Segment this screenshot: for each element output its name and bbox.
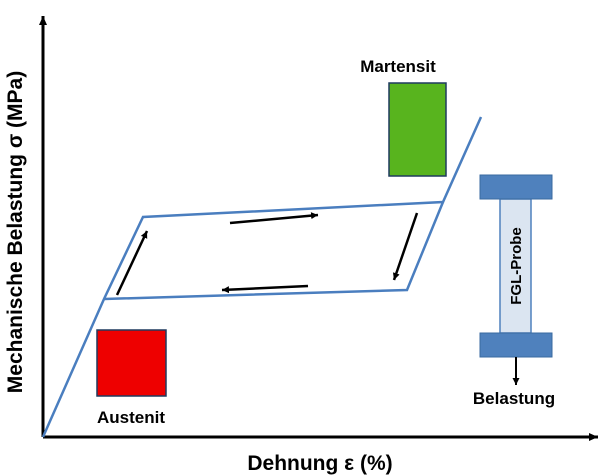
x-axis-label: Dehnung ε (%)	[247, 452, 392, 475]
specimen: FGL-Probe	[479, 174, 553, 358]
load-label: Belastung	[473, 389, 555, 408]
specimen-label: FGL-Probe	[508, 227, 525, 305]
y-axis-label: Mechanische Belastung σ (MPa)	[4, 71, 27, 393]
specimen-bottom-clamp	[479, 332, 553, 358]
austenite-box	[96, 329, 167, 397]
unloading-curve	[103, 201, 445, 301]
specimen-top-clamp	[479, 174, 553, 200]
martensite-box	[388, 82, 447, 177]
loading-up-arrow	[115, 230, 149, 296]
martensite-label: Martensit	[360, 57, 436, 76]
specimen-body	[499, 198, 532, 334]
plateau-left-arrow	[221, 284, 309, 294]
hysteresis-curve	[41, 116, 483, 438]
unloading-down-arrow	[392, 212, 419, 281]
plateau-right-arrow	[229, 212, 319, 225]
austenite-label: Austenit	[97, 408, 165, 427]
